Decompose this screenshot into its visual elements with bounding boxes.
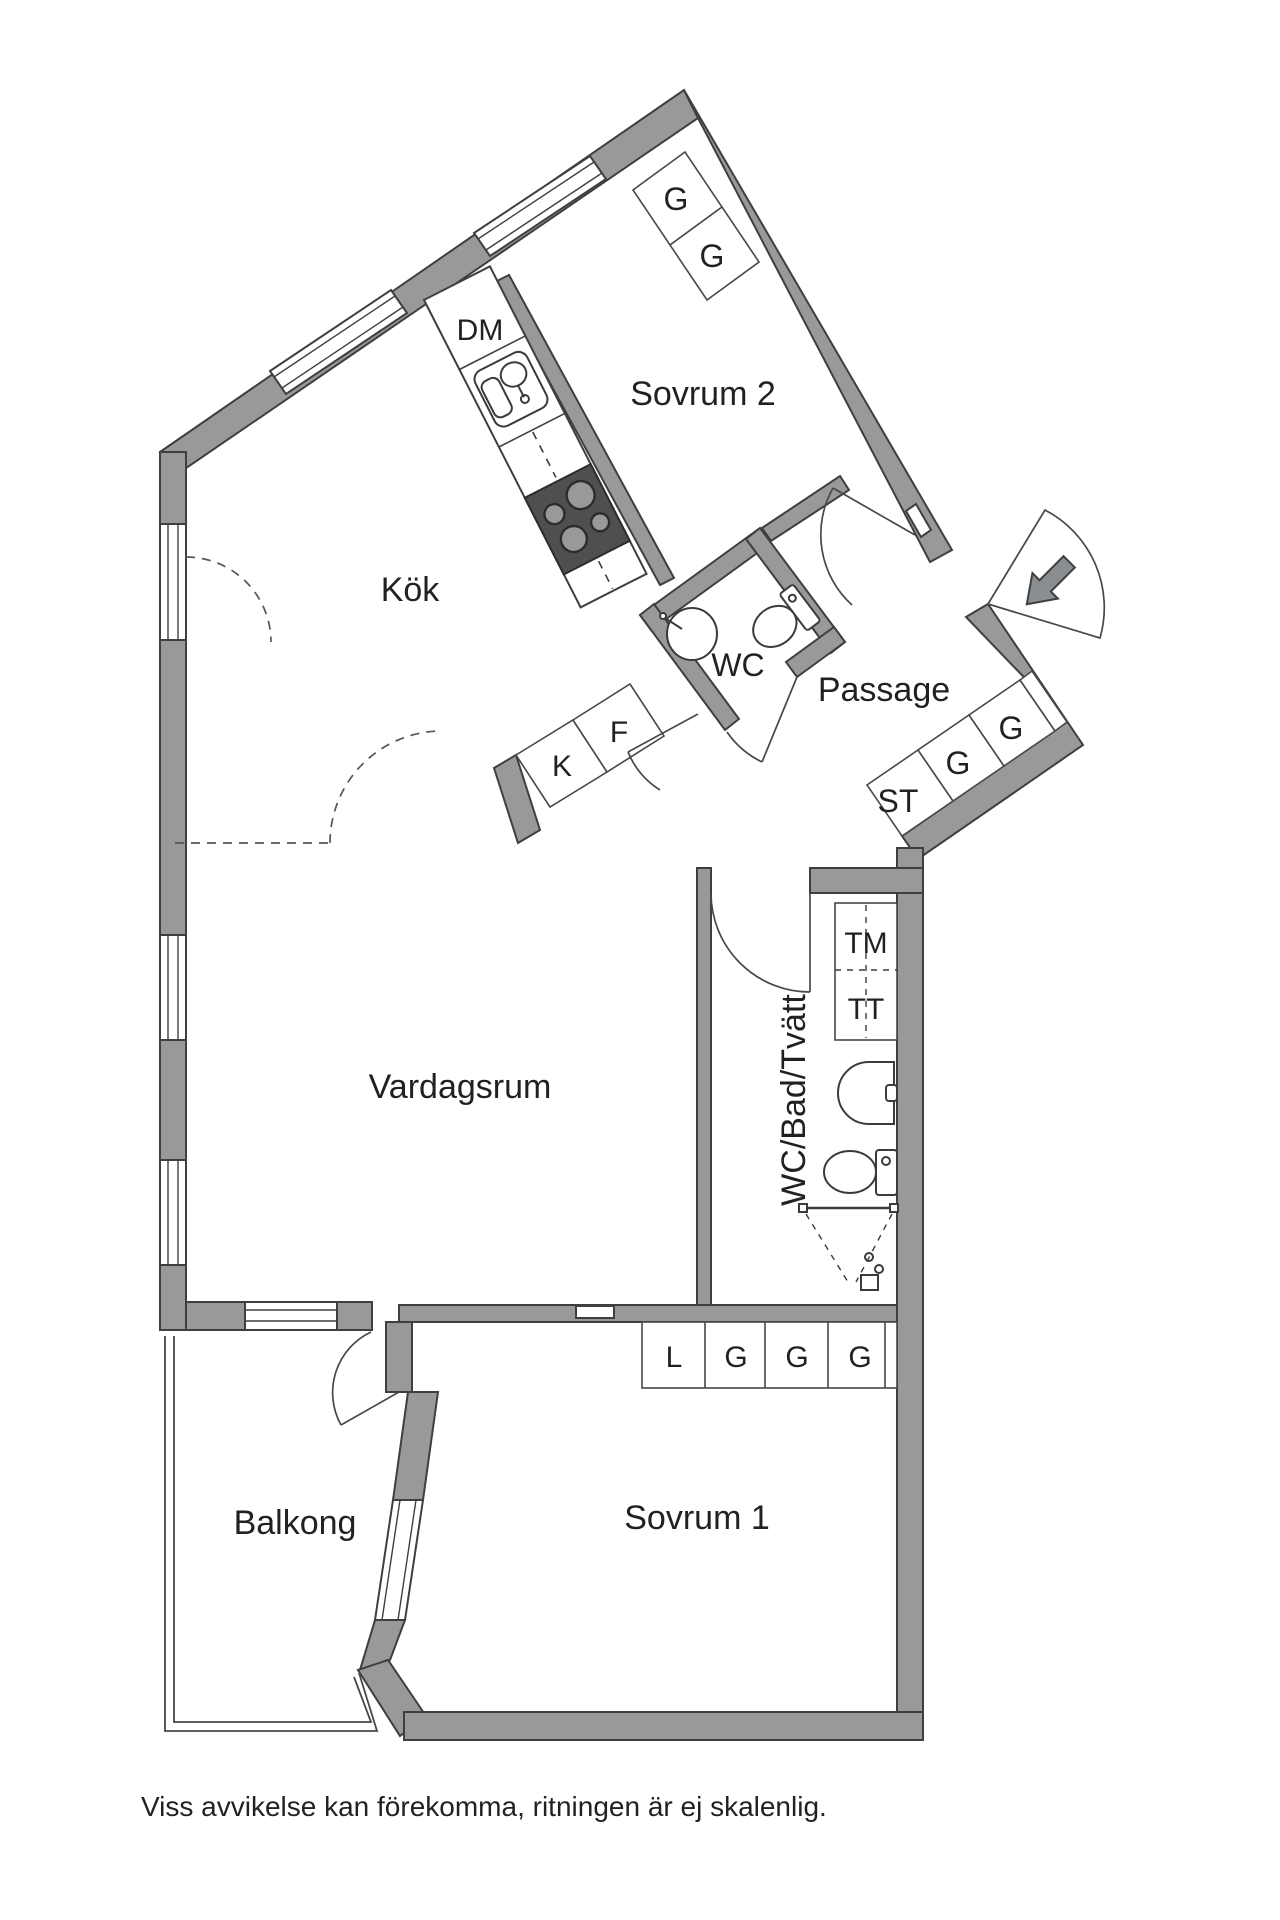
shower-icon [798, 1203, 899, 1213]
window-arc [185, 556, 272, 643]
bath-sink-icon [837, 1061, 898, 1125]
window [159, 934, 187, 1041]
kitchen-opening-arc [329, 730, 443, 844]
label-cleaning-closet: ST [878, 783, 919, 819]
wall-opening-marker [575, 1305, 615, 1319]
fixtures [659, 584, 899, 1291]
closets [514, 150, 1069, 1389]
label-freezer: F [610, 716, 628, 749]
laundry-dashes [835, 905, 897, 1038]
entrance-arrow-icon [1025, 554, 1077, 606]
window [159, 1159, 187, 1266]
label-bathroom: WC/Bad/Tvätt [775, 994, 813, 1206]
wc-door-arc [726, 676, 798, 763]
wall-right [896, 847, 924, 1741]
label-kitchen: Kök [381, 571, 441, 609]
label-fridge: K [552, 750, 572, 783]
kitchen-sink-icon [473, 350, 549, 428]
kitchen-counter [422, 265, 648, 609]
label-wardrobe: G [785, 1341, 808, 1374]
window [268, 288, 409, 396]
wall-balcony-stub [385, 1321, 413, 1393]
wall-kitchen-divider [493, 273, 676, 587]
wall-bottom [403, 1711, 924, 1741]
label-living-room: Vardagsrum [369, 1068, 552, 1106]
window [159, 523, 187, 641]
doors [331, 487, 916, 1426]
label-bedroom2: Sovrum 2 [630, 375, 776, 413]
freezer-box [571, 682, 666, 774]
label-wardrobe: G [848, 1341, 871, 1374]
wall-upper-right [683, 89, 954, 564]
wall-kf-stub [492, 753, 542, 845]
wc-sink-icon [659, 607, 718, 661]
closet-sliver [1018, 669, 1069, 733]
wc-toilet-icon [752, 584, 821, 648]
room-labels: Sovrum 2 Kök WC Passage Vardagsrum WC/Ba… [234, 375, 951, 1542]
entry-door-arc [819, 487, 916, 606]
wall-bath-left [696, 867, 712, 1323]
label-linen-closet: L [666, 1341, 683, 1374]
entrance-marker [986, 508, 1106, 640]
label-balcony: Balkong [234, 1504, 357, 1542]
wall-bedroom2-hall [760, 474, 851, 543]
label-washing-machine: TM [844, 927, 887, 960]
label-wardrobe: G [946, 745, 971, 781]
floor-drain-icon [860, 1252, 884, 1291]
balcony-door-arc [331, 1331, 400, 1426]
label-dryer: TT [848, 993, 885, 1026]
label-bedroom1: Sovrum 1 [624, 1499, 770, 1537]
closet-row [641, 1321, 898, 1389]
window [373, 1499, 425, 1621]
fixture-labels: G G DM K F ST G G TM TT L G G G [457, 181, 1024, 1374]
bath-toilet-icon [823, 1149, 898, 1196]
balcony-outline [164, 1336, 379, 1732]
wall-bath-top [809, 867, 924, 894]
walls [158, 88, 1085, 1741]
window [244, 1301, 338, 1331]
wall-bedroom1-left-upper [391, 1391, 440, 1501]
wall-wc-bottomleft [638, 602, 741, 732]
shower-dashes [805, 1213, 893, 1283]
dashed-openings [175, 556, 443, 844]
label-hallway: Passage [818, 671, 950, 709]
wall-upper-left [158, 88, 700, 477]
label-wardrobe: G [999, 710, 1024, 746]
window [472, 154, 608, 258]
label-wardrobe: G [700, 238, 725, 274]
disclaimer-text: Viss avvikelse kan förekomma, ritningen … [141, 1791, 827, 1822]
window-lines [167, 161, 603, 1621]
wall-wc-bottomright [784, 625, 847, 679]
wardrobe-box [668, 205, 761, 302]
wall-living-bedroom1 [398, 1304, 898, 1323]
hall-door-arc [627, 713, 699, 791]
label-dishwasher: DM [457, 314, 504, 347]
bathroom-door-arc [710, 892, 811, 993]
label-wardrobe: G [664, 181, 689, 217]
label-wc: WC [711, 647, 764, 683]
label-wardrobe: G [724, 1341, 747, 1374]
wall-notch [904, 502, 933, 539]
stove-icon [523, 462, 632, 576]
